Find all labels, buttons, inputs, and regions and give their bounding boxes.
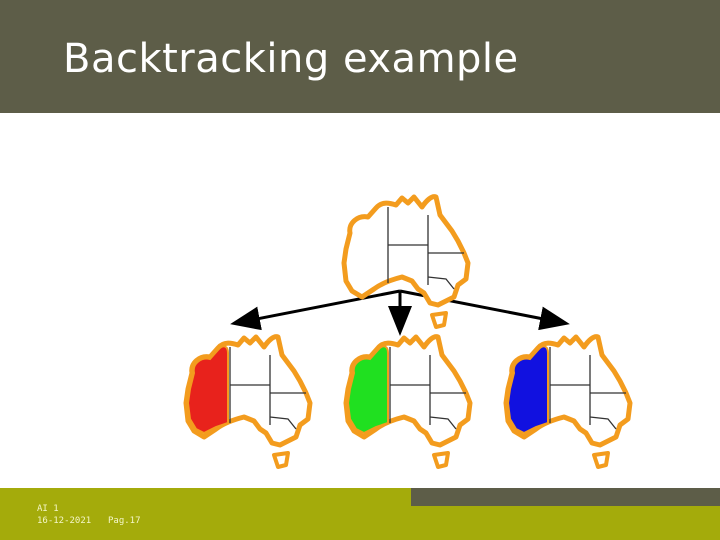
search-tree-diagram [0, 113, 720, 488]
child-map-wa-blue [506, 337, 630, 467]
footer-date: 16-12-2021 [37, 516, 92, 526]
tree-edges [230, 289, 570, 336]
child-map-wa-green [346, 337, 470, 467]
root-map-unassigned [344, 197, 468, 327]
child-map-wa-red [186, 337, 310, 467]
footer-accent-bar [411, 488, 720, 506]
footer-page-number: Pag.17 [108, 516, 141, 526]
title-bar: Backtracking example [0, 0, 720, 113]
footer-course: AI 1 [37, 504, 59, 514]
slide-title: Backtracking example [63, 36, 519, 82]
